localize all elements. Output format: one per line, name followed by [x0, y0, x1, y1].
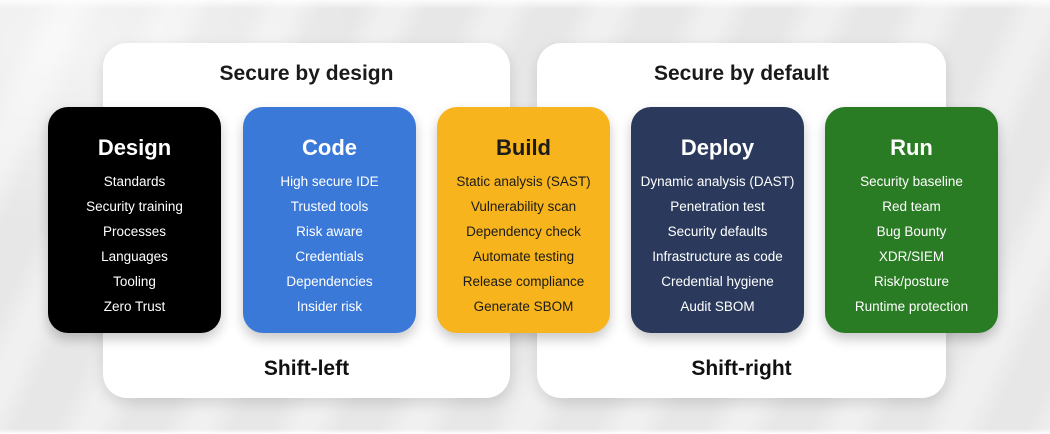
list-item: Generate SBOM — [473, 299, 574, 314]
card-title-run: Run — [890, 135, 933, 160]
list-item: Processes — [102, 224, 167, 239]
list-item: XDR/SIEM — [878, 249, 945, 264]
list-item: High secure IDE — [280, 174, 379, 189]
list-item: Languages — [101, 249, 168, 264]
run-stage-card: Run Security baseline Red team Bug Bount… — [825, 107, 998, 333]
run-items-list: Security baseline Red team Bug Bounty XD… — [825, 169, 998, 319]
design-stage-card: Design Standards Security training Proce… — [48, 107, 221, 333]
list-item: Trusted tools — [290, 199, 369, 214]
list-item: Release compliance — [462, 274, 585, 289]
card-title-design: Design — [97, 135, 172, 160]
panel-footer-shift-left: Shift-left — [263, 357, 350, 380]
list-item: Credential hygiene — [661, 274, 774, 289]
list-item: Security baseline — [860, 174, 963, 189]
list-item: Penetration test — [670, 199, 765, 214]
list-item: Insider risk — [296, 299, 363, 314]
panel-title-secure-by-default: Secure by default — [653, 62, 830, 85]
list-item: Dependencies — [286, 274, 373, 289]
list-item: Zero Trust — [103, 299, 166, 314]
list-item: Infrastructure as code — [652, 249, 783, 264]
build-stage-card: Build Static analysis (SAST) Vulnerabili… — [437, 107, 610, 333]
list-item: Risk/posture — [873, 274, 950, 289]
list-item: Vulnerability scan — [470, 199, 577, 214]
list-item: Runtime protection — [854, 299, 969, 314]
list-item: Red team — [882, 199, 941, 214]
list-item: Risk aware — [296, 224, 363, 239]
code-items-list: High secure IDE Trusted tools Risk aware… — [243, 169, 416, 319]
deploy-items-list: Dynamic analysis (DAST) Penetration test… — [631, 169, 804, 319]
card-title-deploy: Deploy — [680, 135, 755, 160]
card-title-build: Build — [496, 135, 551, 160]
list-item: Security defaults — [667, 224, 768, 239]
card-title-code: Code — [302, 135, 357, 160]
list-item: Audit SBOM — [680, 299, 755, 314]
build-items-list: Static analysis (SAST) Vulnerability sca… — [437, 169, 610, 319]
list-item: Bug Bounty — [876, 224, 947, 239]
list-item: Credentials — [295, 249, 364, 264]
list-item: Security training — [86, 199, 183, 214]
design-items-list: Standards Security training Processes La… — [48, 169, 221, 319]
deploy-stage-card: Deploy Dynamic analysis (DAST) Penetrati… — [631, 107, 804, 333]
panel-footer-shift-right: Shift-right — [691, 357, 792, 380]
panel-title-secure-by-design: Secure by design — [219, 62, 394, 85]
list-item: Dynamic analysis (DAST) — [640, 174, 795, 189]
list-item: Dependency check — [466, 224, 581, 239]
list-item: Tooling — [113, 274, 156, 289]
list-item: Standards — [103, 174, 166, 189]
list-item: Static analysis (SAST) — [456, 174, 591, 189]
code-stage-card: Code High secure IDE Trusted tools Risk … — [243, 107, 416, 333]
list-item: Automate testing — [472, 249, 575, 264]
